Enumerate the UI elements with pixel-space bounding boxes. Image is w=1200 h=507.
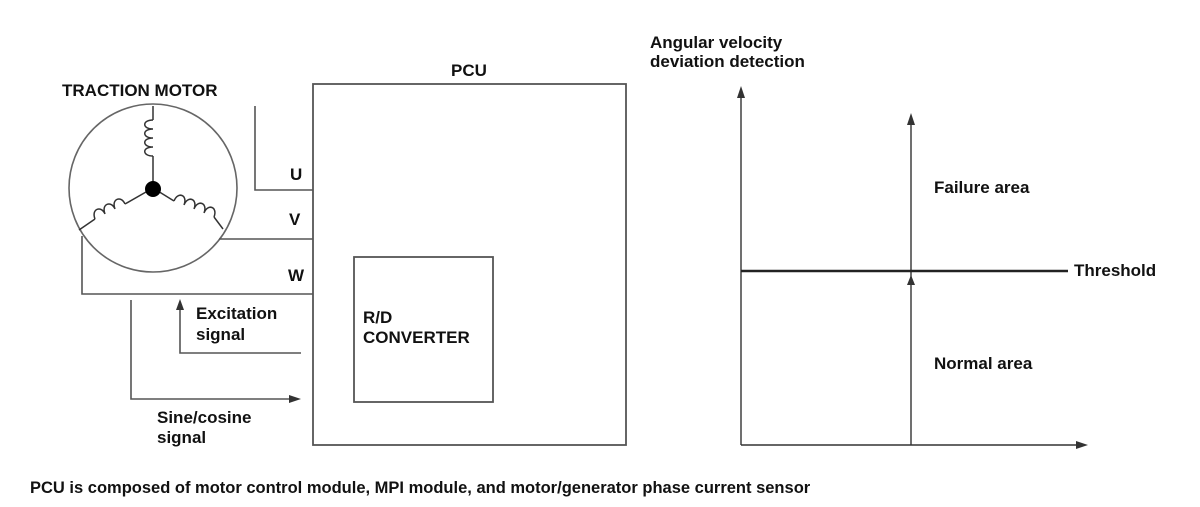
winding-left [78, 187, 154, 231]
motor-label: TRACTION MOTOR [62, 81, 218, 100]
phase-u-label: U [290, 165, 302, 184]
y-axis-arrowhead [737, 86, 745, 98]
graph-ylabel-line1: Angular velocity [650, 33, 783, 52]
phase-v-label: V [289, 210, 301, 229]
indicator-arrowhead-top [907, 113, 915, 125]
wire-u [254, 106, 313, 191]
pcu-label: PCU [451, 61, 487, 80]
winding-top [144, 106, 154, 188]
pcu-box [312, 83, 627, 446]
rd-converter-box [353, 256, 494, 403]
motor-neutral-point [145, 181, 161, 197]
winding-right [152, 187, 224, 230]
converter-label-line1: R/D [363, 308, 392, 327]
indicator-arrowhead-threshold [907, 275, 915, 285]
failure-area-label: Failure area [934, 178, 1030, 197]
traction-motor [68, 103, 238, 273]
sine-cosine-label-line1: Sine/cosine [157, 408, 251, 427]
graph-ylabel-line2: deviation detection [650, 52, 805, 71]
excitation-label-line1: Excitation [196, 304, 277, 323]
caption: PCU is composed of motor control module,… [30, 479, 811, 497]
motor-housing [68, 103, 238, 273]
phase-w-label: W [288, 266, 305, 285]
wire-w [81, 236, 313, 295]
x-axis-arrowhead [1076, 441, 1088, 449]
sine-cosine-label-line2: signal [157, 428, 206, 447]
phase-wires [81, 106, 313, 295]
normal-area-label: Normal area [934, 354, 1033, 373]
excitation-signal-arrow [176, 299, 301, 354]
excitation-label-line2: signal [196, 325, 245, 344]
threshold-label: Threshold [1074, 261, 1156, 280]
detection-graph [737, 86, 1088, 449]
sine-cosine-signal-arrow [130, 300, 301, 403]
converter-label-line2: CONVERTER [363, 328, 470, 347]
